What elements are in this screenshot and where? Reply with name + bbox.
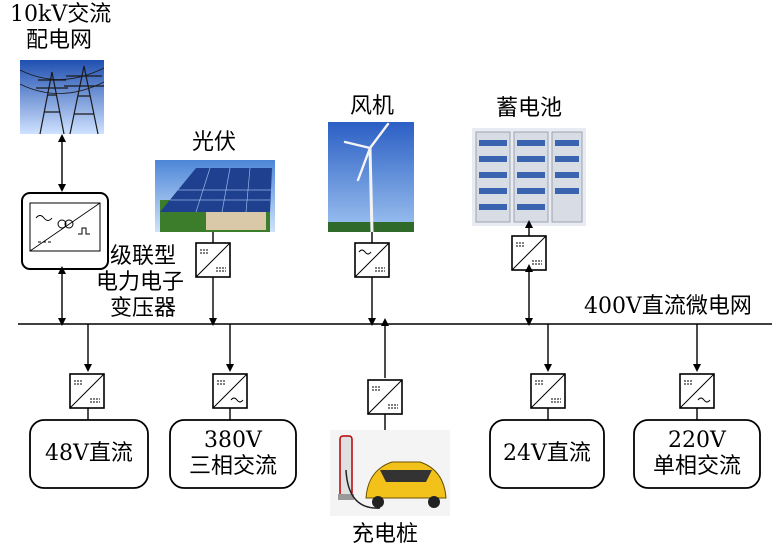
cascaded-transformer-box (21, 192, 109, 270)
battery-cabinet-photo (472, 128, 586, 226)
load-220v-box (633, 419, 761, 489)
load-24v-line1: 24V直流 (503, 441, 591, 466)
pv-photo (155, 160, 275, 232)
wind-label: 风机 (350, 94, 395, 119)
grid-source-label-line2: 配电网 (26, 28, 93, 53)
load-24v-converter (530, 373, 566, 409)
load-380v-converter (212, 373, 248, 409)
load-48v-line1: 48V直流 (45, 441, 133, 466)
ev-car-photo (330, 430, 450, 516)
pv-converter (195, 242, 231, 278)
load-48v-box (29, 419, 149, 489)
transformer-label-line3: 变压器 (110, 296, 177, 321)
ev-charger-label: 充电桩 (352, 522, 419, 547)
load-220v-converter (679, 373, 715, 409)
battery-converter (511, 235, 547, 271)
wind-converter (354, 242, 390, 278)
load-24v-box (489, 419, 605, 489)
load-220v-line2: 单相交流 (652, 454, 741, 479)
load-220v-line1: 220V (668, 428, 726, 453)
grid-source-label-line1: 10kV交流 (10, 2, 112, 27)
transformer-label-line1: 级联型 (110, 244, 177, 269)
dc-bus-label: 400V直流微电网 (584, 294, 752, 319)
load-220v-label: 220V 单相交流 (634, 428, 760, 480)
transformer-label-line2: 电力电子 (96, 270, 185, 295)
load-380v-line1: 380V (204, 428, 262, 453)
load-380v-box (169, 419, 297, 489)
power-grid-photo (19, 60, 105, 135)
wind-turbine-photo (328, 122, 414, 233)
load-24v-label: 24V直流 (490, 441, 604, 467)
load-380v-line2: 三相交流 (188, 454, 277, 479)
ev-converter (367, 379, 403, 415)
load-48v-label: 48V直流 (30, 441, 148, 467)
pv-label: 光伏 (192, 130, 237, 155)
battery-label: 蓄电池 (496, 96, 563, 121)
load-48v-converter (69, 373, 105, 409)
load-380v-label: 380V 三相交流 (170, 428, 296, 480)
